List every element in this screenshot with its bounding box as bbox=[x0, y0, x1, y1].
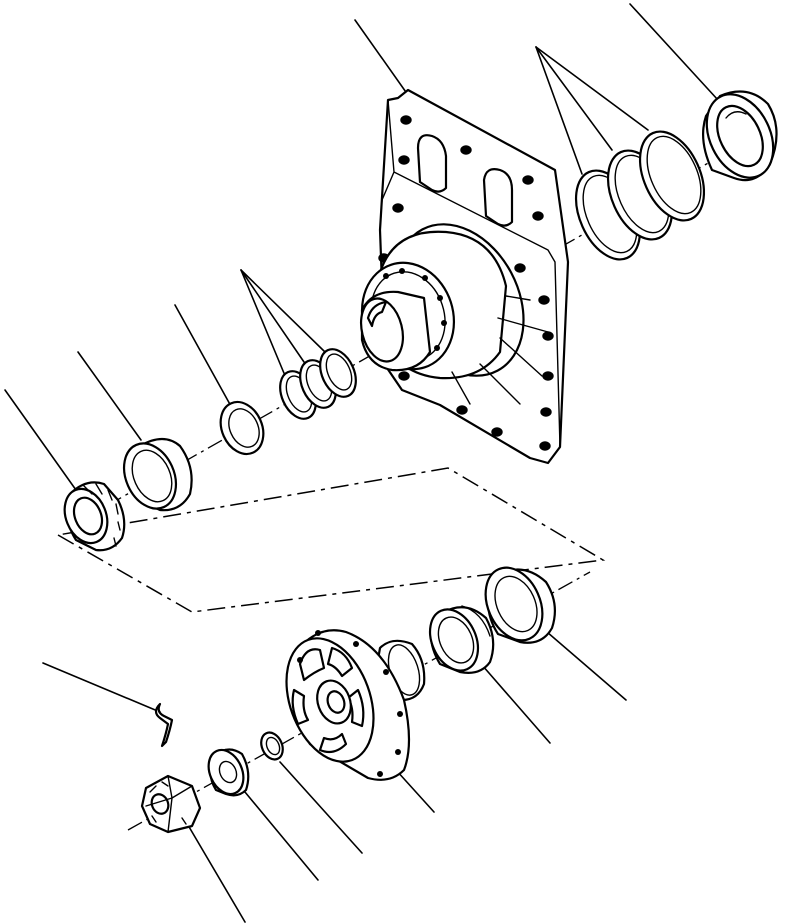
shim-set-upper bbox=[574, 130, 706, 261]
leader-line-bearing-cone bbox=[4, 389, 77, 491]
leader-line-shim-upper-c bbox=[535, 46, 649, 131]
oil-seal bbox=[484, 566, 557, 644]
plate-bolt-holes bbox=[378, 115, 554, 451]
spacer-inner bbox=[228, 408, 260, 448]
yoke-hub bbox=[316, 679, 352, 725]
spacer-ring bbox=[219, 400, 265, 456]
yoke-pocket-4 bbox=[318, 732, 348, 754]
leader-line-plate bbox=[354, 19, 409, 96]
leader-line-nut bbox=[184, 819, 246, 923]
o-ring-outer bbox=[260, 731, 284, 761]
plate-sleeve-opening bbox=[360, 297, 404, 363]
leader-line-shim-mid-c bbox=[240, 269, 326, 353]
plate-slot-left bbox=[416, 134, 448, 193]
plate-slot-right bbox=[482, 168, 514, 227]
yoke-hub-bore bbox=[326, 690, 346, 714]
spacer-outer bbox=[219, 400, 265, 456]
leader-line-seal-ring bbox=[481, 664, 551, 744]
bearing-cone bbox=[63, 481, 126, 552]
plate-edge bbox=[379, 99, 561, 448]
cone-rollers bbox=[83, 483, 121, 547]
bearing-retainer-plate bbox=[360, 88, 570, 465]
plate-ribs bbox=[451, 295, 549, 405]
shim-set-middle bbox=[279, 348, 357, 420]
o-ring bbox=[260, 731, 284, 761]
leader-line-cotter-pin bbox=[42, 662, 161, 713]
plate-sleeve-bore-shade bbox=[366, 300, 388, 328]
yoke-flange bbox=[285, 629, 426, 781]
assembly-group-boundary bbox=[57, 467, 606, 613]
leader-line-bearing-cup-upper bbox=[629, 3, 719, 101]
leader-lines bbox=[4, 3, 719, 923]
cone-bore bbox=[72, 496, 104, 536]
washer-hole bbox=[218, 760, 238, 784]
leader-line-o-ring bbox=[279, 761, 363, 854]
bearing-cup-upper bbox=[701, 90, 778, 182]
cup-bore bbox=[131, 449, 173, 503]
yoke-pocket-1 bbox=[298, 648, 326, 682]
nut-castellations bbox=[149, 781, 187, 825]
yoke-pocket-2 bbox=[326, 646, 354, 678]
washer bbox=[207, 748, 250, 797]
bearing-cup bbox=[122, 437, 193, 512]
mid-shim-3 bbox=[319, 348, 357, 398]
yoke-bolt-holes bbox=[297, 630, 403, 777]
seal-ring bbox=[428, 605, 495, 674]
seal-ring-bore bbox=[437, 616, 475, 664]
slotted-nut bbox=[140, 774, 202, 834]
leader-line-shim-upper-b bbox=[535, 46, 613, 151]
leader-line-yoke bbox=[395, 769, 435, 813]
washer-face bbox=[207, 748, 245, 796]
seal-face bbox=[484, 566, 544, 642]
nut-bore bbox=[150, 793, 170, 815]
leader-line-shim-upper-a bbox=[535, 46, 583, 175]
o-ring-inner bbox=[265, 736, 281, 756]
cotter-pin bbox=[154, 702, 174, 748]
upper-cup-bore bbox=[716, 104, 764, 168]
leader-line-oil-seal bbox=[546, 631, 627, 701]
leader-line-shim-mid-b bbox=[240, 269, 305, 363]
leader-line-bearing-cup bbox=[77, 351, 142, 441]
leader-line-shim-mid-a bbox=[240, 269, 287, 379]
yoke-pocket-5 bbox=[291, 688, 310, 726]
leader-line-spacer bbox=[174, 304, 233, 409]
leader-line-washer bbox=[239, 785, 319, 881]
cotter-pin-body bbox=[154, 702, 174, 748]
seal-lip bbox=[494, 575, 538, 633]
